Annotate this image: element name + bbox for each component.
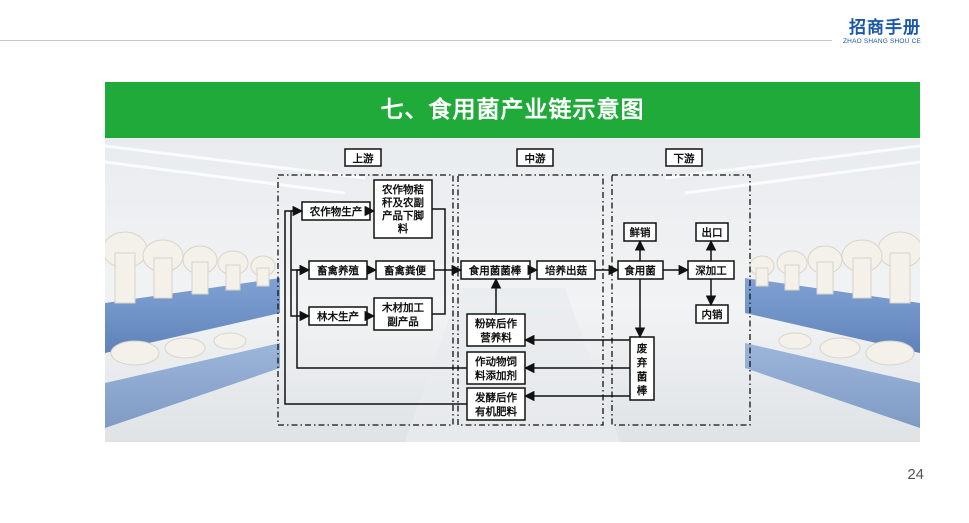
svg-text:粉碎后作: 粉碎后作 — [475, 317, 517, 330]
svg-text:弃: 弃 — [636, 356, 648, 369]
industry-chain-diagram: .box { fill:#ffffff; stroke:#111111; str… — [277, 148, 751, 426]
svg-text:料: 料 — [398, 222, 409, 235]
svg-text:发酵后作: 发酵后作 — [474, 391, 517, 404]
downstream-frame — [611, 174, 751, 426]
svg-text:培养出菇: 培养出菇 — [545, 264, 587, 277]
svg-text:产品下脚: 产品下脚 — [382, 209, 424, 222]
svg-text:畜禽养殖: 畜禽养殖 — [317, 264, 359, 277]
midstream-frame — [457, 174, 604, 426]
node-edible-fungi: 食用菌 — [617, 260, 664, 280]
node-domestic-sales: 内销 — [695, 304, 729, 324]
svg-text:深加工: 深加工 — [695, 264, 727, 277]
svg-text:畜禽粪便: 畜禽粪便 — [384, 264, 426, 277]
brand-logo: 招商手册 ZHAO SHANG SHOU CE — [843, 18, 921, 46]
svg-text:食用菌菌棒: 食用菌菌棒 — [468, 264, 522, 277]
slide-panel: 七、食用菌产业链示意图 — [105, 82, 920, 442]
svg-text:棒: 棒 — [637, 384, 648, 397]
svg-text:副产品: 副产品 — [387, 315, 419, 328]
node-feed-additive: 作动物饲 料添加剂 — [466, 351, 526, 385]
page-number: 24 — [907, 466, 924, 483]
brand-name: 招商手册 — [849, 18, 921, 38]
svg-text:菌: 菌 — [637, 370, 648, 383]
node-deep-processing: 深加工 — [687, 260, 735, 280]
node-cultivation: 培养出菇 — [536, 260, 596, 280]
section-header-downstream: 下游 — [665, 148, 703, 167]
title-bar — [105, 82, 920, 138]
node-wood-byproduct: 木材加工 副产品 — [373, 297, 433, 331]
svg-text:食用菌: 食用菌 — [623, 264, 656, 277]
header-divider — [0, 40, 832, 41]
svg-text:上游: 上游 — [353, 152, 374, 165]
svg-text:秆及农副: 秆及农副 — [381, 196, 424, 209]
svg-text:有机肥料: 有机肥料 — [475, 405, 517, 418]
slide-title: 七、食用菌产业链示意图 — [380, 97, 645, 123]
svg-text:木材加工: 木材加工 — [381, 301, 424, 314]
node-livestock: 畜禽养殖 — [308, 260, 368, 280]
svg-text:下游: 下游 — [674, 152, 695, 165]
svg-text:林木生产: 林木生产 — [317, 310, 359, 323]
upstream-frame — [277, 174, 454, 426]
svg-text:中游: 中游 — [525, 152, 546, 165]
node-organic-fertilizer: 发酵后作 有机肥料 — [466, 387, 526, 421]
section-header-midstream: 中游 — [516, 148, 554, 167]
svg-text:鲜销: 鲜销 — [630, 226, 651, 239]
node-fresh-sales: 鲜销 — [623, 222, 657, 242]
node-waste-stick: 废 弃 菌 棒 — [629, 336, 655, 401]
svg-text:废: 废 — [637, 342, 648, 355]
node-forestry: 林木生产 — [308, 306, 368, 326]
svg-text:料添加剂: 料添加剂 — [475, 369, 517, 382]
node-crushed-nutrient: 粉碎后作 营养料 — [466, 313, 526, 347]
svg-text:营养料: 营养料 — [480, 331, 512, 344]
svg-text:农作物秸: 农作物秸 — [381, 183, 424, 196]
svg-text:出口: 出口 — [702, 226, 723, 239]
node-crop-production: 农作物生产 — [301, 201, 371, 221]
connector-lines — [284, 205, 717, 405]
section-header-upstream: 上游 — [344, 148, 382, 167]
node-mushroom-stick: 食用菌菌棒 — [460, 260, 531, 280]
node-manure: 畜禽粪便 — [375, 260, 435, 280]
svg-text:农作物生产: 农作物生产 — [309, 205, 363, 218]
svg-text:作动物饲: 作动物饲 — [475, 355, 517, 368]
node-crop-residue: 农作物秸 秆及农副 产品下脚 料 — [373, 179, 433, 239]
node-export: 出口 — [695, 222, 729, 242]
svg-text:内销: 内销 — [702, 308, 723, 321]
brand-pinyin: ZHAO SHANG SHOU CE — [843, 38, 921, 45]
